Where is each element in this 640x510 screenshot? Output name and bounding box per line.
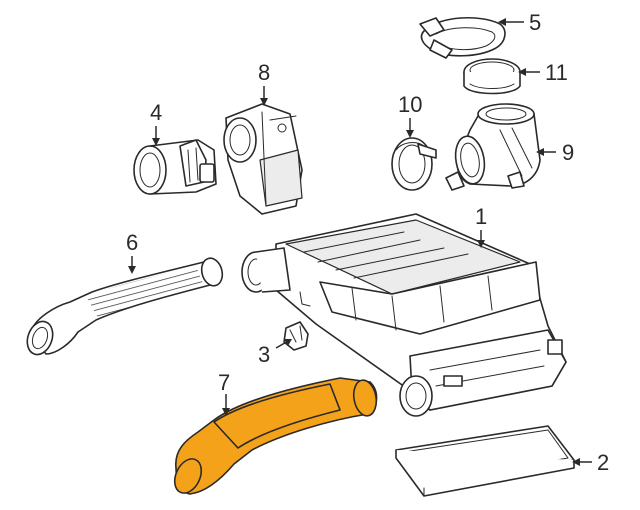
callout-7: 7 <box>218 370 230 416</box>
part-7-duct-body <box>175 377 378 495</box>
callout-10: 10 <box>398 92 422 138</box>
callout-label-3: 3 <box>258 342 270 367</box>
part-10-clamp <box>391 137 437 191</box>
part-9-elbow-housing <box>445 103 541 191</box>
callout-8: 8 <box>258 60 270 106</box>
part-6-air-duct <box>26 257 224 356</box>
part-4-air-mass-sensor <box>133 139 217 195</box>
part-8-throttle-body <box>223 103 303 215</box>
callout-label-1: 1 <box>475 204 487 229</box>
callout-6: 6 <box>126 230 138 274</box>
callout-3: 3 <box>258 339 292 367</box>
callout-2: 2 <box>572 450 609 475</box>
callout-4: 4 <box>150 100 162 146</box>
part-7-duct-end <box>352 379 378 417</box>
callout-label-5: 5 <box>529 10 541 35</box>
callout-label-4: 4 <box>150 100 162 125</box>
part-2-air-filter <box>395 425 575 497</box>
part-5-clamp <box>419 16 506 59</box>
callout-1: 1 <box>475 204 487 248</box>
callout-label-2: 2 <box>597 450 609 475</box>
callout-11: 11 <box>518 60 568 85</box>
callout-label-9: 9 <box>562 140 574 165</box>
callout-label-8: 8 <box>258 60 270 85</box>
part-7-air-duct-highlighted <box>173 377 378 495</box>
callout-9: 9 <box>536 140 574 165</box>
callout-label-6: 6 <box>126 230 138 255</box>
part-1-air-cleaner-housing <box>241 213 567 417</box>
part-11-ring <box>463 58 521 95</box>
callout-5: 5 <box>498 10 541 35</box>
callout-label-11: 11 <box>545 60 568 85</box>
part-7-duct-inlet <box>173 458 203 494</box>
callout-label-10: 10 <box>398 92 422 117</box>
part-3-bracket <box>283 321 309 351</box>
callout-label-7: 7 <box>218 370 230 395</box>
